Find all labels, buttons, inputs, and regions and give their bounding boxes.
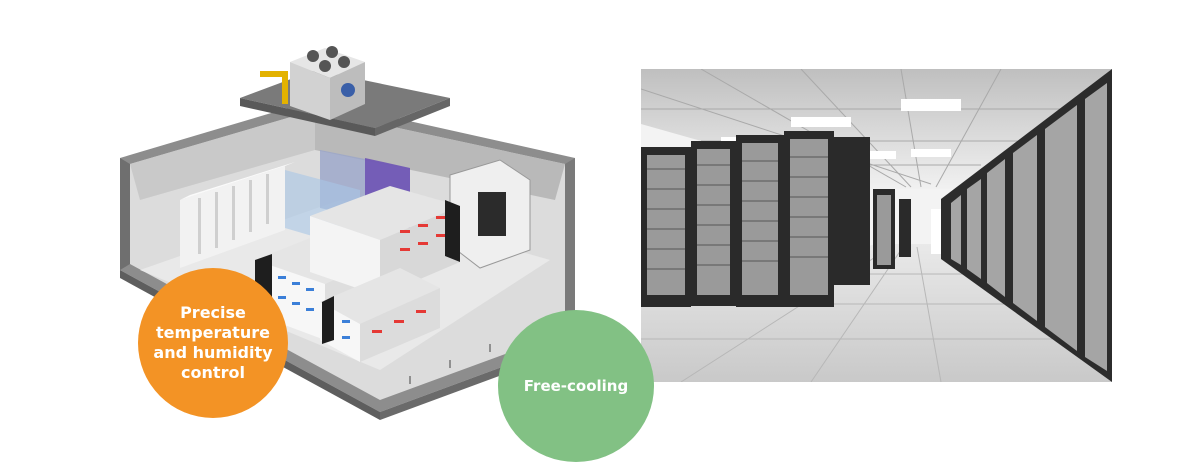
free-cooling-label: Free-cooling (523, 377, 629, 395)
free-cooling-badge: Free-cooling (498, 310, 654, 462)
server-room-photo (641, 69, 1112, 382)
precise-control-label: Precise temperature and humidity control (153, 303, 273, 382)
precise-control-badge: Precise temperature and humidity control (138, 268, 288, 418)
datacenter-cutaway-illustration (120, 46, 575, 420)
